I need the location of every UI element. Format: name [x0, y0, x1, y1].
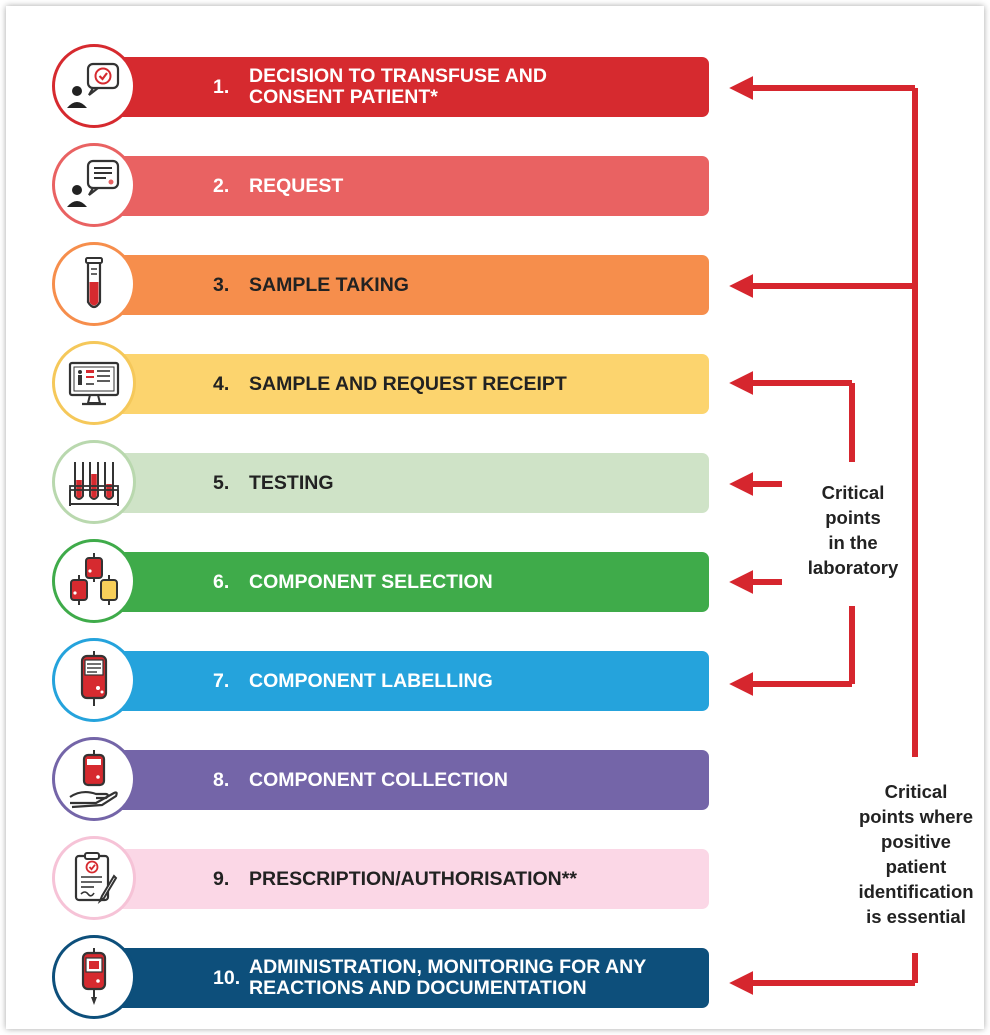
step-6: 6. COMPONENT SELECTION [52, 539, 712, 625]
blood-bag-hand-icon [69, 750, 118, 809]
step-icon-ring [52, 638, 136, 722]
step-bar: 4. SAMPLE AND REQUEST RECEIPT [120, 354, 709, 414]
step-icon-ring [52, 935, 136, 1019]
step-bar: 8. COMPONENT COLLECTION [120, 750, 709, 810]
step-title: TESTING [249, 471, 334, 494]
step-bar: 7. COMPONENT LABELLING [120, 651, 709, 711]
step-8: 8. COMPONENT COLLECTION [52, 737, 712, 823]
step-bar: 9. PRESCRIPTION/AUTHORISATION** [120, 849, 709, 909]
step-icon-ring [52, 539, 136, 623]
step-title: ADMINISTRATION, MONITORING FOR ANY REACT… [249, 956, 647, 999]
step-title: SAMPLE AND REQUEST RECEIPT [249, 372, 567, 395]
step-number: 10. [213, 966, 241, 989]
step-icon-ring [52, 737, 136, 821]
step-number: 9. [213, 867, 230, 890]
step-bar: 10. ADMINISTRATION, MONITORING FOR ANY R… [120, 948, 709, 1008]
step-5: 5. TESTING [52, 440, 712, 526]
step-number: 2. [213, 174, 230, 197]
computer-monitor-icon [68, 361, 120, 406]
step-4: 4. SAMPLE AND REQUEST RECEIPT [52, 341, 712, 427]
step-bar: 3. SAMPLE TAKING [120, 255, 709, 315]
step-icon-ring [52, 836, 136, 920]
step-bar: 2. REQUEST [120, 156, 709, 216]
step-number: 7. [213, 669, 230, 692]
step-9: 9. PRESCRIPTION/AUTHORISATION** [52, 836, 712, 922]
step-icon-ring [52, 143, 136, 227]
step-title: COMPONENT COLLECTION [249, 768, 508, 791]
step-bar: 6. COMPONENT SELECTION [120, 552, 709, 612]
step-2: 2. REQUEST [52, 143, 712, 229]
step-number: 4. [213, 372, 230, 395]
person-speech-check-icon [67, 62, 120, 108]
blood-bags-icon [70, 553, 118, 605]
step-3: 3. SAMPLE TAKING [52, 242, 712, 328]
labelled-blood-bag-icon [80, 651, 108, 706]
step-title: PRESCRIPTION/AUTHORISATION** [249, 867, 577, 890]
step-icon-ring [52, 242, 136, 326]
test-tube-icon [85, 257, 103, 309]
step-number: 8. [213, 768, 230, 791]
step-10: 10. ADMINISTRATION, MONITORING FOR ANY R… [52, 935, 712, 1021]
person-speech-document-icon [67, 159, 120, 207]
laboratory-critical-points-note: Critical points in the laboratory [796, 480, 910, 580]
blood-bag-drip-icon [81, 948, 107, 1005]
identification-critical-points-note: Critical points where positive patient i… [848, 779, 984, 929]
clipboard-pen-icon [74, 852, 118, 904]
step-7: 7. COMPONENT LABELLING [52, 638, 712, 724]
step-number: 1. [213, 75, 230, 98]
step-title: SAMPLE TAKING [249, 273, 409, 296]
test-tube-rack-icon [69, 462, 119, 506]
step-number: 5. [213, 471, 230, 494]
step-title: DECISION TO TRANSFUSE AND CONSENT PATIEN… [249, 65, 547, 108]
step-icon-ring [52, 440, 136, 524]
step-bar: 5. TESTING [120, 453, 709, 513]
step-number: 3. [213, 273, 230, 296]
step-title: COMPONENT SELECTION [249, 570, 493, 593]
step-icon-ring [52, 341, 136, 425]
step-icon-ring [52, 44, 136, 128]
step-title: REQUEST [249, 174, 344, 197]
step-bar: 1. DECISION TO TRANSFUSE AND CONSENT PAT… [120, 57, 709, 117]
step-1: 1. DECISION TO TRANSFUSE AND CONSENT PAT… [52, 44, 712, 130]
step-title: COMPONENT LABELLING [249, 669, 493, 692]
step-number: 6. [213, 570, 230, 593]
